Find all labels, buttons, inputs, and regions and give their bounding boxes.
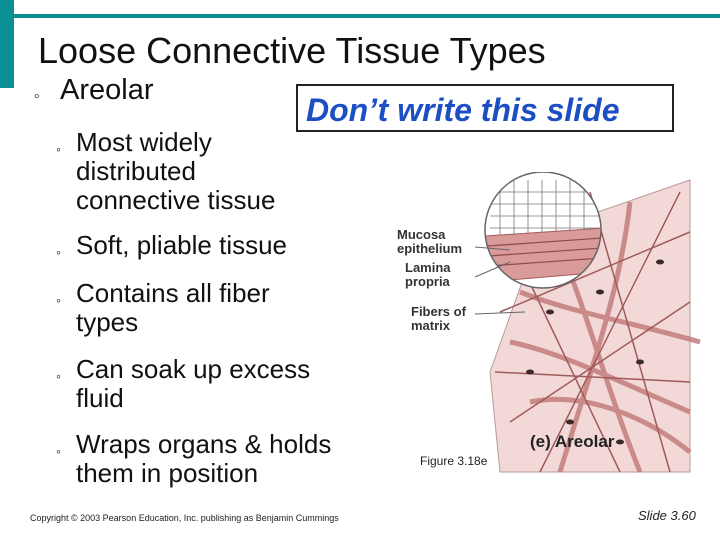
bullet-line: Can soak up excess: [76, 354, 311, 384]
areolar-tissue-illustration: [474, 172, 701, 473]
bullet-line: Most widely: [76, 127, 212, 157]
bullet-line: fluid: [76, 383, 124, 413]
label-mucosa-epithelium: Mucosa epithelium: [397, 228, 462, 256]
slide-title: Loose Connective Tissue Types: [38, 30, 546, 71]
bullet-line: Wraps organs & holds: [76, 429, 332, 459]
label-line: Fibers of: [411, 304, 466, 319]
bullet-distributed: ◦ Most widely distributed connective tis…: [56, 128, 275, 215]
bullet-text: Areolar: [60, 74, 154, 106]
bullet-line: distributed: [76, 156, 196, 186]
bullet-glyph-icon: ◦: [56, 368, 61, 384]
bullet-fluid: ◦ Can soak up excess fluid: [56, 355, 310, 413]
bullet-line: connective tissue: [76, 185, 276, 215]
bullet-fibers: ◦ Contains all fiber types: [56, 279, 270, 337]
label-line: Lamina: [405, 260, 451, 275]
notice-text: Don’t write this slide: [306, 92, 620, 128]
figure-caption: Figure 3.18e: [420, 454, 488, 468]
label-lamina-propria: Lamina propria: [405, 261, 451, 289]
bullet-soft: ◦ Soft, pliable tissue: [56, 230, 288, 261]
label-line: epithelium: [397, 241, 463, 256]
accent-rule: [14, 14, 720, 18]
label-line: Mucosa: [397, 227, 446, 242]
inset-outline: [484, 172, 602, 289]
copyright-notice: Copyright © 2003 Pearson Education, Inc.…: [30, 513, 339, 523]
bullet-line: types: [76, 307, 139, 337]
slide-number: Slide 3.60: [638, 508, 696, 523]
bullet-line: Soft, pliable tissue: [76, 230, 288, 260]
inset-circle: [485, 172, 601, 288]
notice-box: Don’t write this slide: [296, 84, 674, 132]
bullet-glyph-icon: ◦: [56, 443, 61, 459]
bullet-line: them in position: [76, 458, 259, 488]
bullet-line: Contains all fiber: [76, 278, 270, 308]
elastic-fibers: [494, 191, 691, 473]
bullet-glyph-icon: ◦: [34, 88, 40, 105]
accent-bar: [0, 0, 14, 88]
bullet-glyph-icon: ◦: [56, 244, 61, 260]
bullet-glyph-icon: ◦: [56, 141, 61, 157]
label-line: matrix: [411, 318, 451, 333]
figure-title: (e) Areolar: [530, 432, 615, 451]
fibroblast-nuclei: [526, 259, 664, 445]
bullet-wraps: ◦ Wraps organs & holds them in position: [56, 430, 331, 488]
bullet-glyph-icon: ◦: [56, 292, 61, 308]
label-fibers-of-matrix: Fibers of matrix: [411, 305, 466, 333]
leader-lines: [474, 246, 526, 315]
label-line: propria: [405, 274, 450, 289]
bullet-areolar: ◦ Areolar: [34, 74, 154, 106]
